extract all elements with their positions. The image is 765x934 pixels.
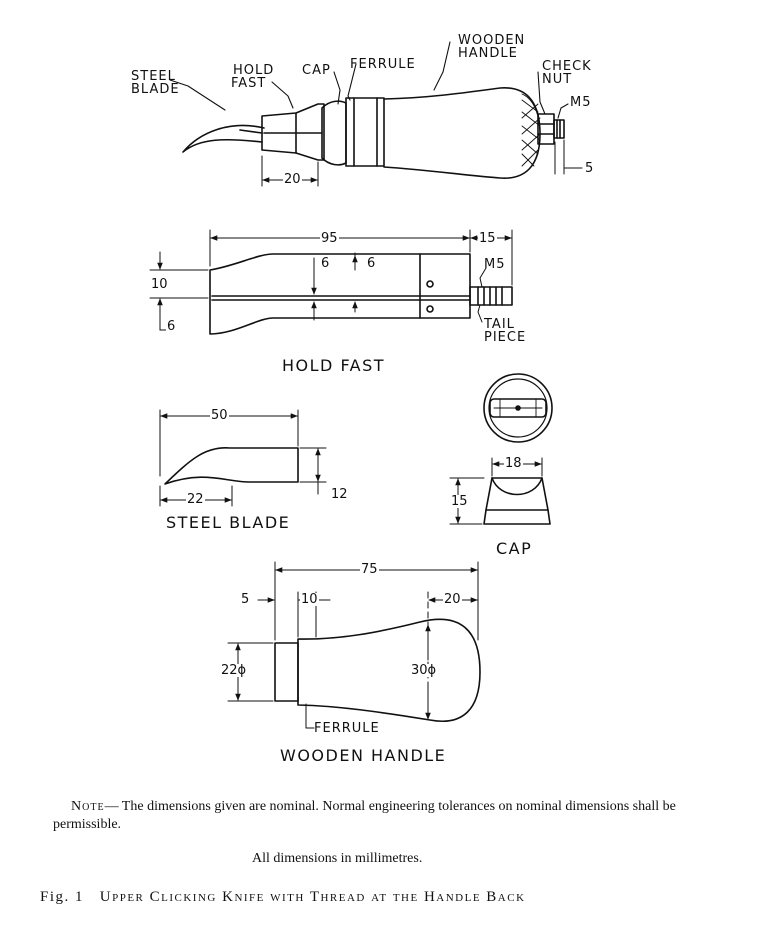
note-text: — The dimensions given are nominal. Norm… bbox=[53, 799, 676, 832]
dim-handle-dia-small: 22ϕ bbox=[220, 663, 248, 678]
dim-holdfast-length: 95 bbox=[320, 231, 339, 246]
holdfast-title: HOLD FAST bbox=[282, 356, 386, 375]
dim-handle-length: 75 bbox=[360, 562, 379, 577]
assembly-handle bbox=[383, 87, 541, 179]
figure-number: Fig. 1 bbox=[40, 889, 85, 905]
label-handle-ferrule: FERRULE bbox=[314, 721, 380, 736]
dim-holdfast-6-left: 6 bbox=[166, 319, 177, 334]
steel-blade-title: STEEL BLADE bbox=[166, 513, 291, 532]
dim-holdfast-6a: 6 bbox=[320, 256, 331, 271]
dim-holdfast-6b: 6 bbox=[366, 256, 377, 271]
wooden-handle-view bbox=[227, 561, 481, 729]
assembly-ferrule bbox=[345, 97, 385, 167]
note: Note— The dimensions given are nominal. … bbox=[53, 798, 713, 834]
dim-handle-ferrule-pos: 10 bbox=[300, 592, 319, 607]
cap-top-inner bbox=[488, 378, 548, 438]
holdfast-tail bbox=[469, 286, 513, 306]
figure-caption: Fig. 1 Upper Clicking Knife with Thread … bbox=[40, 889, 526, 906]
cap-view bbox=[449, 373, 553, 525]
assembly-holdfast bbox=[261, 103, 325, 161]
label-check-nut: CHECK NUT bbox=[542, 60, 592, 86]
cap-top-outer bbox=[483, 373, 553, 443]
dim-handle-end-radius: 20 bbox=[443, 592, 462, 607]
label-ferrule: FERRULE bbox=[350, 57, 416, 72]
label-hold-fast-line1: HOLD bbox=[233, 63, 275, 78]
dim-blade-tip: 22 bbox=[186, 492, 205, 507]
label-wooden-handle-line2: HANDLE bbox=[458, 46, 518, 61]
label-hold-fast: HOLD FAST bbox=[231, 63, 275, 91]
dim-holdfast-tail-length: 15 bbox=[478, 231, 497, 246]
units-text: All dimensions in millimetres. bbox=[252, 851, 423, 866]
steel-blade-shape bbox=[164, 447, 299, 485]
label-tail-piece: TAIL PIECE bbox=[484, 318, 526, 344]
cap-side bbox=[483, 477, 551, 525]
dim-blade-height: 12 bbox=[330, 487, 349, 502]
handle-ferrule bbox=[274, 642, 299, 702]
label-steel-blade-line2: BLADE bbox=[131, 82, 180, 97]
label-cap: CAP bbox=[302, 63, 331, 78]
label-tail-piece-line1: TAIL bbox=[484, 317, 515, 332]
dim-blade-length: 50 bbox=[210, 408, 229, 423]
assembly-view bbox=[169, 41, 583, 187]
label-steel-blade: STEEL BLADE bbox=[131, 70, 180, 96]
label-steel-blade-line1: STEEL bbox=[131, 69, 176, 84]
dim-cap-width: 18 bbox=[504, 456, 523, 471]
figure-title: Upper Clicking Knife with Thread at the … bbox=[99, 889, 526, 905]
assembly-thread bbox=[553, 119, 565, 139]
assembly-cap bbox=[321, 100, 347, 166]
holdfast-view bbox=[149, 229, 513, 335]
dim-holdfast-10: 10 bbox=[150, 277, 169, 292]
dim-holdfast-width: 20 bbox=[283, 172, 302, 187]
dim-cap-height: 15 bbox=[450, 494, 469, 509]
label-tail-piece-line2: PIECE bbox=[484, 330, 527, 345]
label-wooden-handle-line1: WOODEN bbox=[458, 33, 526, 48]
holdfast-body bbox=[209, 253, 471, 335]
label-hold-fast-line2: FAST bbox=[231, 76, 267, 91]
label-check-nut-line1: CHECK bbox=[542, 59, 592, 74]
dim-tail: 5 bbox=[584, 161, 595, 176]
steel-blade-view bbox=[159, 409, 327, 507]
dim-handle-dia-large: 30ϕ bbox=[410, 663, 438, 678]
label-check-nut-line2: NUT bbox=[542, 72, 573, 87]
label-holdfast-m5: M5 bbox=[484, 257, 506, 272]
dim-handle-ferrule-len: 5 bbox=[240, 592, 251, 607]
handle-body bbox=[297, 618, 481, 722]
assembly-blade bbox=[182, 124, 265, 153]
label-wooden-handle: WOODEN HANDLE bbox=[458, 34, 525, 60]
note-prefix: Note bbox=[71, 799, 105, 814]
cap-title: CAP bbox=[496, 539, 533, 558]
label-assembly-m5: M5 bbox=[570, 95, 592, 110]
wooden-handle-title: WOODEN HANDLE bbox=[280, 746, 447, 765]
